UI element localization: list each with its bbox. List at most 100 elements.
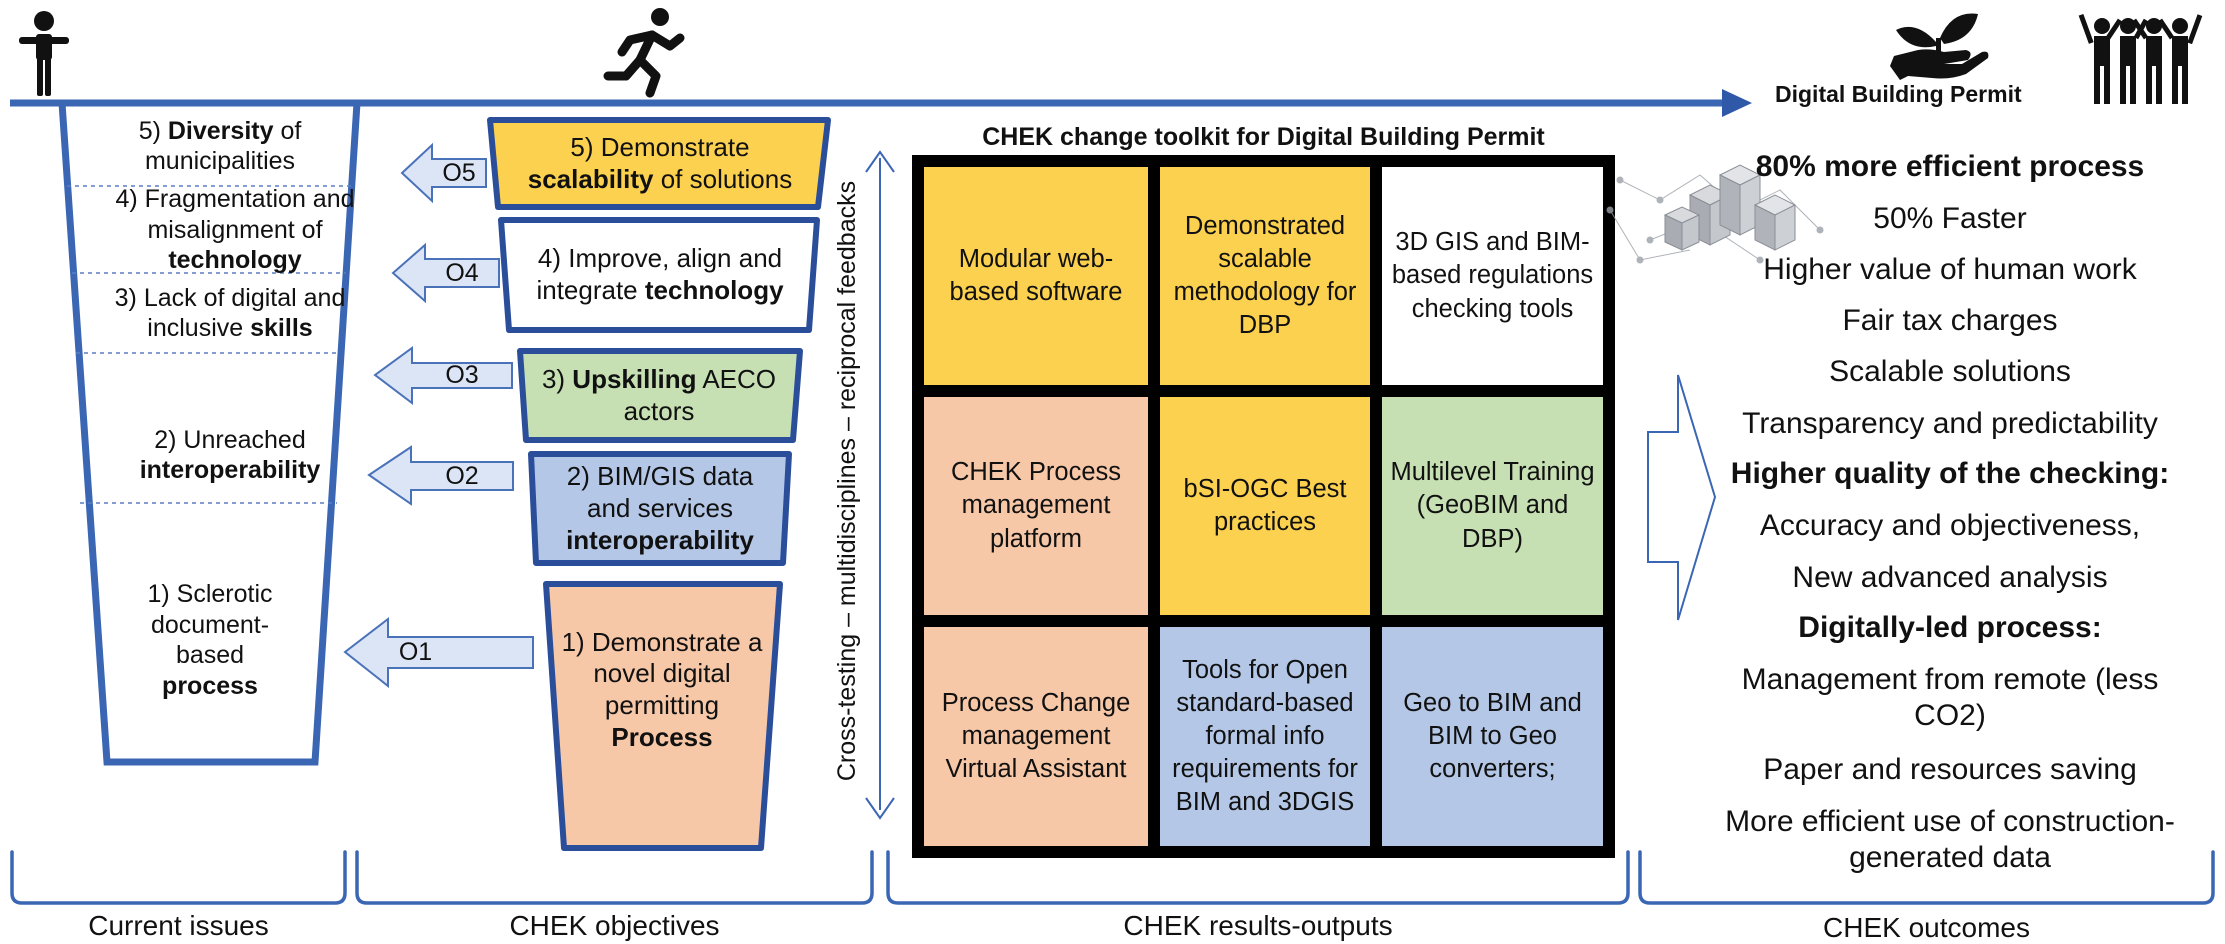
objective-2-shape <box>528 451 792 566</box>
issue-3-pre: 3) Lack of digital and inclusive <box>114 283 346 343</box>
issue-1-pre: 1) Sclerotic document-based <box>147 580 273 669</box>
objective-4-pre: 4) Improve, align and integrate <box>536 243 783 305</box>
section-results: CHEK results-outputs <box>1123 910 1393 941</box>
arrow-o3 <box>373 346 513 406</box>
objective-5-post: of solutions <box>653 164 793 194</box>
toolkit-cell-1: Modular web-based software <box>949 244 1123 306</box>
objective-1-shape <box>543 581 783 851</box>
objective-2-pre: 2) BIM/GIS data and services <box>566 461 754 524</box>
cell-bg-6 <box>1382 397 1603 615</box>
outcome-12: Paper and resources saving <box>1763 753 2137 786</box>
issue-1: 1) Sclerotic document-based process <box>110 560 310 720</box>
brace-current-issues <box>10 850 347 905</box>
issue-2: 2) Unreached interoperability <box>80 410 380 500</box>
toolkit-title: CHEK change toolkit for Digital Building… <box>982 122 1545 151</box>
issue-5-bold: Diversity <box>167 116 274 145</box>
issue-1-bold: process <box>162 671 258 700</box>
toolkit-cell-9: Geo to BIM and BIM to Geo converters; <box>1403 688 1582 784</box>
timeline-arrowhead <box>1722 89 1752 117</box>
brace-objectives <box>355 850 874 905</box>
objective-5-pre: 5) Demonstrate <box>570 132 750 163</box>
issue-5: 5) Diversity of municipalities <box>120 108 320 184</box>
outcomes-arrow <box>1647 374 1717 621</box>
toolkit-cell-7: Process Change management Virtual Assist… <box>941 688 1131 784</box>
vertical-double-arrow <box>865 150 895 820</box>
objective-3: 3) Upskilling AECO actors <box>528 355 790 437</box>
issue-4-bold: technology <box>168 246 302 275</box>
objective-5: 5) Demonstrate scalability of solutions <box>505 124 815 204</box>
section-objectives: CHEK objectives <box>509 910 720 941</box>
cell-bg-4 <box>924 397 1148 615</box>
objective-1-pre: 1) Demonstrate a novel digital permittin… <box>561 626 763 720</box>
objective-4-bold: technology <box>644 275 784 305</box>
objective-3-bold: Upskilling <box>572 364 697 395</box>
outcome-9: New advanced analysis <box>1792 561 2108 594</box>
issue-5-post: of municipalities <box>144 116 302 176</box>
person-standing-icon <box>19 11 69 96</box>
outcome-5: Scalable solutions <box>1829 355 2071 388</box>
objective-4-shape <box>498 217 820 333</box>
issue-5-pre: 5) <box>138 116 168 145</box>
outcome-3: Higher value of human work <box>1763 253 2137 286</box>
cell-bg-7 <box>924 627 1148 846</box>
objective-2: 2) BIM/GIS data and services interoperab… <box>540 458 780 560</box>
issue-2-pre: 2) Unreached <box>154 425 306 454</box>
cell-bg-9 <box>1382 627 1603 846</box>
plant-in-hand-icon <box>1890 13 1989 80</box>
objective-5-shape <box>487 117 831 210</box>
objective-3-post: AECO actors <box>623 364 777 426</box>
issue-4: 4) Fragmentation and misalignment of tec… <box>85 185 385 275</box>
objective-3-shape <box>517 348 803 443</box>
toolkit-cell-2: Demonstrated scalable methodology for DB… <box>1173 211 1357 340</box>
toolkit-cell-6: Multilevel Training (GeoBIM and DBP) <box>1390 458 1595 553</box>
outcome-4: Fair tax charges <box>1842 304 2058 337</box>
toolkit-grid <box>912 155 1615 858</box>
issue-4-pre: 4) Fragmentation and misalignment of <box>115 185 355 244</box>
section-braces <box>10 850 2215 905</box>
arrow-o4 <box>391 242 500 304</box>
cross-testing-label: Cross-testing – multidisciplines – recip… <box>832 180 861 782</box>
crowd-icon <box>2078 13 2203 104</box>
objective-5-bold: scalability <box>527 164 654 194</box>
issue-2-bold: interoperability <box>139 456 321 484</box>
objective-blocks <box>487 117 831 851</box>
arrow-o1 <box>343 616 534 689</box>
outcome-8: Accuracy and objectiveness, <box>1759 509 2141 542</box>
outcome-13: More efficient use of construction-gener… <box>1725 805 2175 874</box>
toolkit-cell-4: CHEK Process management platform <box>950 458 1122 553</box>
arrow-o5 <box>400 142 487 204</box>
section-current-issues: Current issues <box>88 910 269 941</box>
issues-funnel <box>58 102 361 766</box>
arrow-o4-label: O4 <box>445 258 479 287</box>
city-buildings-icon <box>1606 164 1824 264</box>
issue-3-bold: skills <box>250 314 313 342</box>
arrow-o5-label: O5 <box>442 158 476 187</box>
toolkit-cell-3: 3D GIS and BIM-based regulations checkin… <box>1391 228 1594 323</box>
running-person-icon <box>603 8 685 98</box>
objective-arrows <box>343 142 534 689</box>
outcome-7: Higher quality of the checking: <box>1730 457 2170 490</box>
outcome-11: Management from remote (less CO2) <box>1741 663 2159 732</box>
issue-3: 3) Lack of digital and inclusive skills <box>80 274 380 352</box>
arrow-o1-label: O1 <box>398 638 433 667</box>
cell-bg-2 <box>1160 167 1370 385</box>
cell-bg-5 <box>1160 397 1370 615</box>
section-outcomes: CHEK outcomes <box>1823 912 2030 943</box>
arrow-o2-label: O2 <box>445 461 479 490</box>
objective-4: 4) Improve, align and integrate technolo… <box>515 224 805 326</box>
cell-bg-3 <box>1382 167 1603 385</box>
objective-3-pre: 3) <box>541 364 573 395</box>
objective-1: 1) Demonstrate a novel digital permittin… <box>556 600 768 780</box>
brace-outcomes <box>1638 850 2215 905</box>
outcome-10: Digitally-led process: <box>1798 611 2102 644</box>
outcome-6: Transparency and predictability <box>1742 407 2158 440</box>
brace-results <box>886 850 1630 905</box>
objective-1-bold: Process <box>611 721 713 752</box>
toolkit-cell-8: Tools for Open standard-based formal inf… <box>1172 655 1358 817</box>
outcome-2: 50% Faster <box>1873 202 2027 235</box>
cell-bg-1 <box>924 167 1148 385</box>
cell-bg-8 <box>1160 627 1370 846</box>
arrow-o2 <box>367 445 514 506</box>
timeline-end-label: Digital Building Permit <box>1775 80 2022 107</box>
